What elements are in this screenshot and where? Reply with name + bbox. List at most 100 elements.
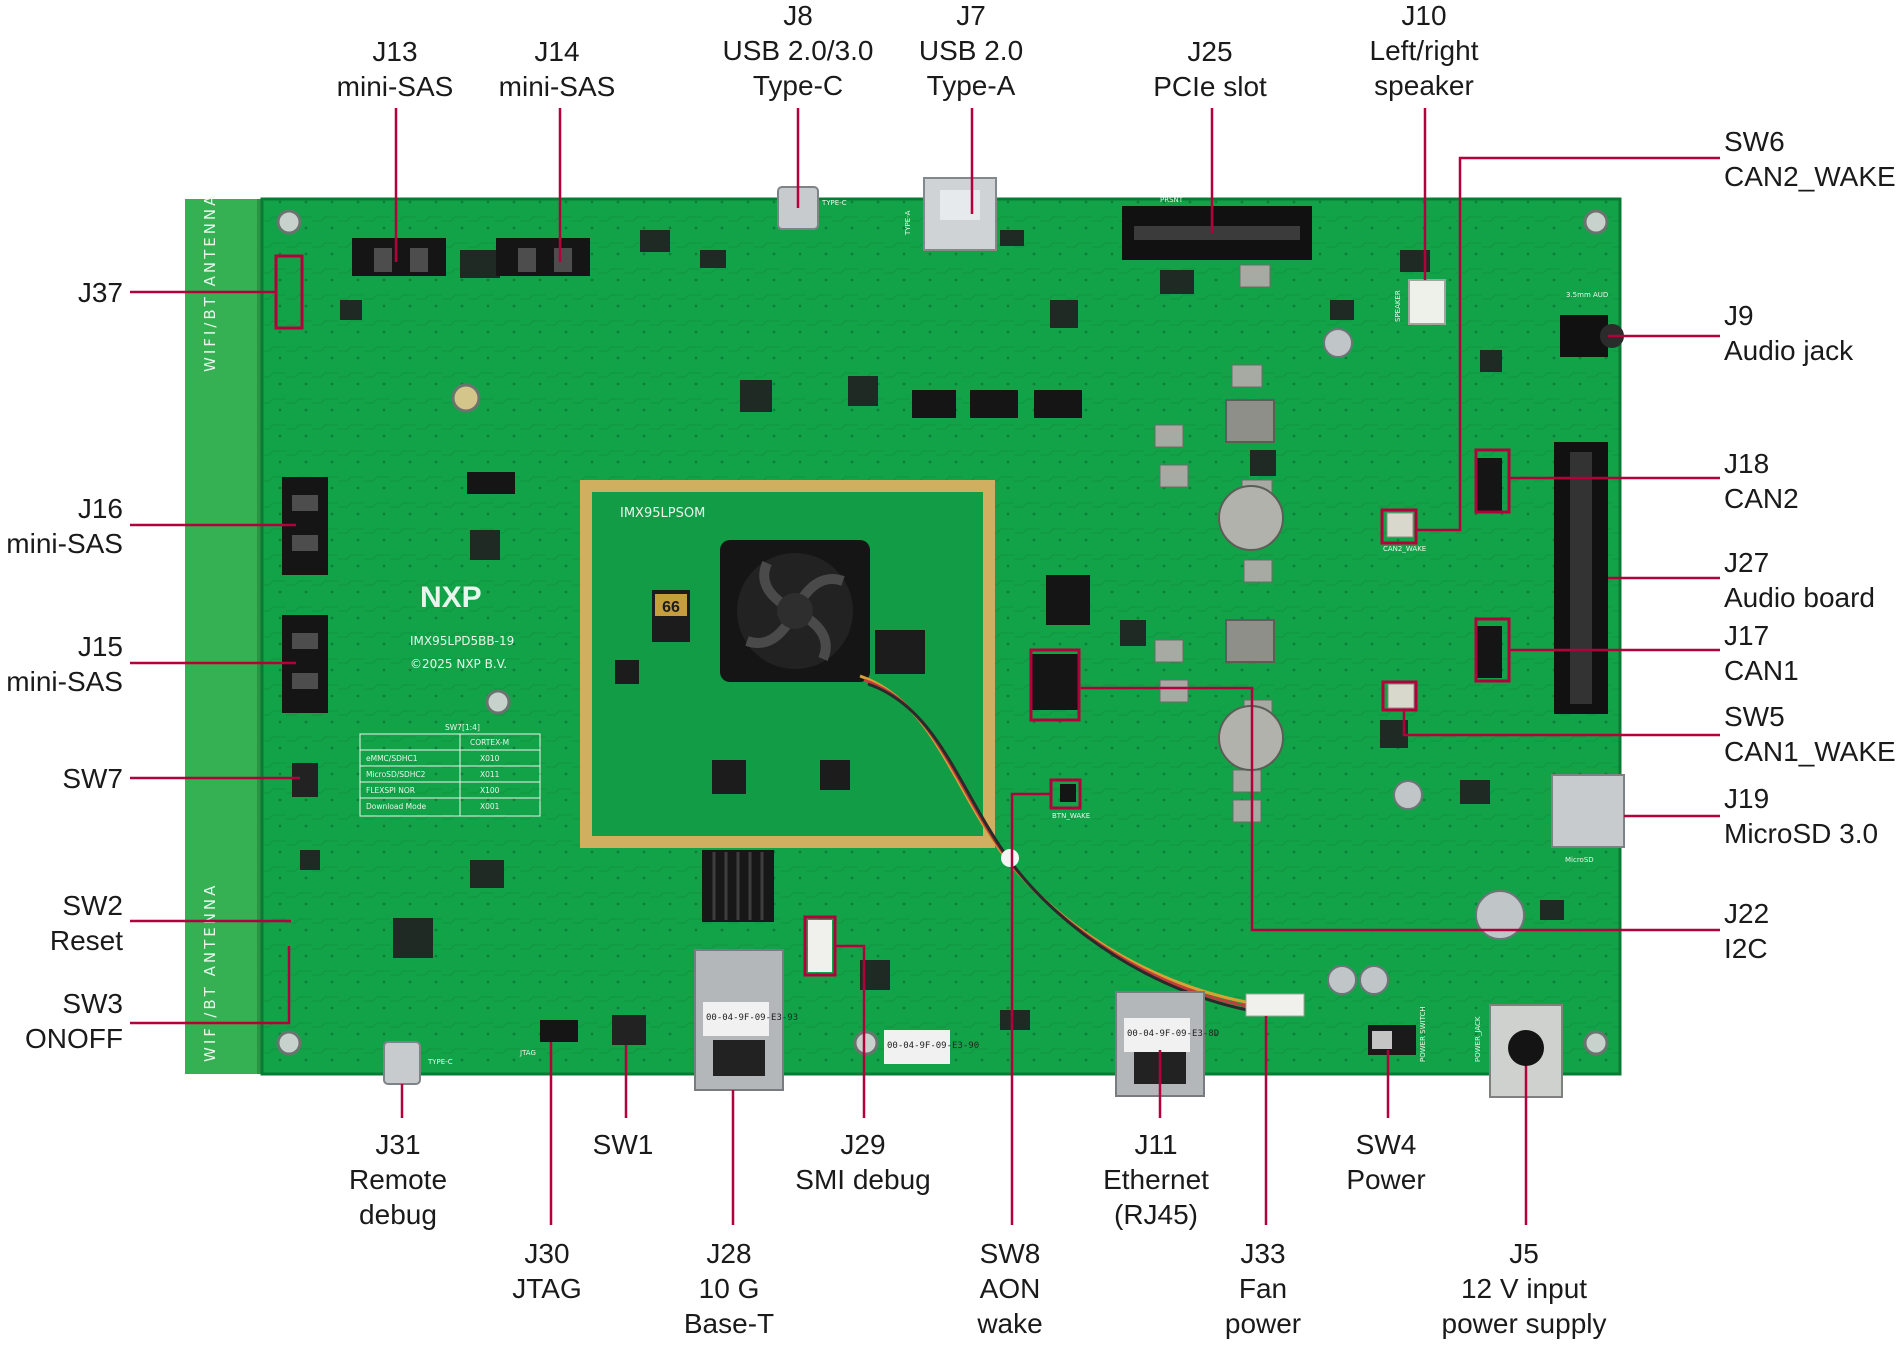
callout-sw3-id: SW3 <box>62 988 123 1019</box>
callout-j28-desc-2: Base-T <box>683 1308 775 1339</box>
callout-j18-id: J18 <box>1724 448 1770 479</box>
silk-can2-wake: CAN2_WAKE <box>1383 545 1426 553</box>
callout-j11-desc-1: Ethernet <box>1103 1164 1209 1195</box>
sw7-row-1-val: X010 <box>480 754 500 763</box>
callout-j7: J7 USB 2.0 Type-A <box>919 0 1023 103</box>
usb-c-bottom-connector <box>383 1041 421 1085</box>
fan-power-connector <box>1245 993 1305 1017</box>
callout-j25-desc: PCIe slot <box>1153 71 1267 102</box>
callout-j8-desc-2: Type-C <box>752 70 844 101</box>
mac-labels: 00-04-9F-09-E3-93 00-04-9F-09-E3-90 00-0… <box>703 1002 1219 1064</box>
can1-connector <box>1476 626 1502 678</box>
callout-sw1-id: SW1 <box>592 1129 654 1160</box>
leader-lines <box>130 108 1720 1225</box>
callout-j37: J37 <box>78 275 123 310</box>
sw7-row-1-name: eMMC/SDHC1 <box>366 754 418 763</box>
callout-j29-id: J29 <box>840 1129 886 1160</box>
silk-type-c-bottom: TYPE-C <box>427 1058 453 1066</box>
callout-j33-desc-1: Fan <box>1238 1273 1288 1304</box>
callout-sw7-id: SW7 <box>62 763 123 794</box>
antenna-label-top-text: WIFI/BT ANTENNA <box>201 193 219 372</box>
callout-j11: J11 Ethernet (RJ45) <box>1103 1127 1209 1232</box>
sw7-table-title: SW7[1:4] <box>445 723 480 732</box>
silk-type-a: TYPE-A <box>904 210 912 236</box>
callout-j28-desc-1: 10 G <box>698 1273 760 1304</box>
antenna-label-bottom-text: WIFI/BT ANTENNA <box>201 883 219 1062</box>
callout-sw6-id: SW6 <box>1724 126 1785 157</box>
callout-j33-id: J33 <box>1240 1238 1286 1269</box>
callout-sw5: SW5 CAN1_WAKE <box>1724 699 1896 769</box>
callout-j16: J16 mini-SAS <box>6 491 123 561</box>
mac-label-2: 00-04-9F-09-E3-90 <box>887 1041 979 1051</box>
callout-j31: J31 Remote debug <box>349 1127 447 1232</box>
callout-j17-desc: CAN1 <box>1724 655 1799 686</box>
callout-j15-id: J15 <box>77 631 123 662</box>
electrolytic-caps <box>1323 328 1525 995</box>
callout-j16-id: J16 <box>77 493 123 524</box>
callout-sw2-id: SW2 <box>62 890 123 921</box>
callout-j5-desc-1: 12 V input <box>1460 1273 1588 1304</box>
callout-sw6: SW6 CAN2_WAKE <box>1724 124 1896 194</box>
tantalum-caps <box>1154 264 1273 823</box>
callout-j14: J14 mini-SAS <box>499 34 616 104</box>
silk-power-switch: POWER SWITCH <box>1419 1006 1427 1062</box>
sw1-dip <box>612 1015 646 1045</box>
callout-j30-desc: JTAG <box>512 1273 582 1304</box>
silk-audio-jack: 3.5mm AUD <box>1566 291 1608 299</box>
callout-j8: J8 USB 2.0/3.0 Type-C <box>723 0 874 103</box>
callout-sw2: SW2 Reset <box>50 888 123 958</box>
mounting-holes <box>276 209 1609 1056</box>
callout-j9: J9 Audio jack <box>1724 298 1853 368</box>
callout-sw3: SW3 ONOFF <box>25 986 123 1056</box>
callout-j14-id: J14 <box>534 36 580 67</box>
callout-sw1: SW1 <box>593 1127 654 1162</box>
microsd-slot <box>1551 774 1625 848</box>
callout-j28: J28 10 G Base-T <box>684 1236 774 1341</box>
small-silk-labels: TYPE-C TYPE-A PRSNT SPEAKER 3.5mm AUD CA… <box>427 196 1608 1066</box>
callout-j17: J17 CAN1 <box>1724 618 1799 688</box>
callout-j13-id: J13 <box>372 36 418 67</box>
can2-connector <box>1476 458 1502 512</box>
sw7-row-3-name: FLEXSPI NOR <box>366 786 415 795</box>
callout-j7-id: J7 <box>956 0 986 31</box>
callout-j28-id: J28 <box>706 1238 752 1269</box>
chip-marking: 66 <box>662 599 680 616</box>
jtag-header <box>540 1020 578 1042</box>
antenna-strip <box>185 199 262 1074</box>
silk-power-jack: POWER_JACK <box>1474 1016 1482 1062</box>
callout-j27-id: J27 <box>1724 547 1770 578</box>
callout-j25-id: J25 <box>1187 36 1233 67</box>
callout-j11-id: J11 <box>1134 1129 1178 1160</box>
callout-j33-desc-2: power <box>1224 1308 1302 1339</box>
callout-j5: J5 12 V input power supply <box>1442 1236 1607 1341</box>
callout-j31-id: J31 <box>375 1129 421 1160</box>
callout-j25: J25 PCIe slot <box>1153 34 1267 104</box>
can2-wake-button <box>1386 512 1414 538</box>
callout-j14-desc: mini-SAS <box>498 71 616 102</box>
callout-sw8-id: SW8 <box>979 1238 1041 1269</box>
callout-j7-desc-1: USB 2.0 <box>918 35 1024 66</box>
callout-j18-desc: CAN2 <box>1724 483 1799 514</box>
sw7-row-3-val: X100 <box>480 786 500 795</box>
callout-sw5-desc: CAN1_WAKE <box>1724 736 1896 767</box>
callout-sw4-desc: Power <box>1346 1164 1426 1195</box>
callout-j9-id: J9 <box>1724 300 1754 331</box>
callout-sw2-desc: Reset <box>49 925 123 956</box>
callout-sw8-desc-1: AON <box>979 1273 1041 1304</box>
pin-headers <box>467 390 1090 802</box>
sw7-table: SW7[1:4] CORTEX-M eMMC/SDHC1 X010 MicroS… <box>359 723 541 817</box>
callout-sw3-desc: ONOFF <box>25 1023 123 1054</box>
callout-j8-id: J8 <box>783 0 813 31</box>
smi-header <box>808 920 832 972</box>
callout-sw6-desc: CAN2_WAKE <box>1724 161 1896 192</box>
callout-j27-desc: Audio board <box>1724 582 1876 613</box>
callout-j7-desc-2: Type-A <box>926 70 1016 101</box>
callout-sw7: SW7 <box>62 761 123 796</box>
callout-j30: J30 JTAG <box>512 1236 581 1306</box>
callout-j30-id: J30 <box>524 1238 570 1269</box>
silk-type-c-top: TYPE-C <box>821 199 847 207</box>
callout-j8-desc-1: USB 2.0/3.0 <box>722 35 874 66</box>
callout-sw8: SW8 AON wake <box>977 1236 1042 1341</box>
